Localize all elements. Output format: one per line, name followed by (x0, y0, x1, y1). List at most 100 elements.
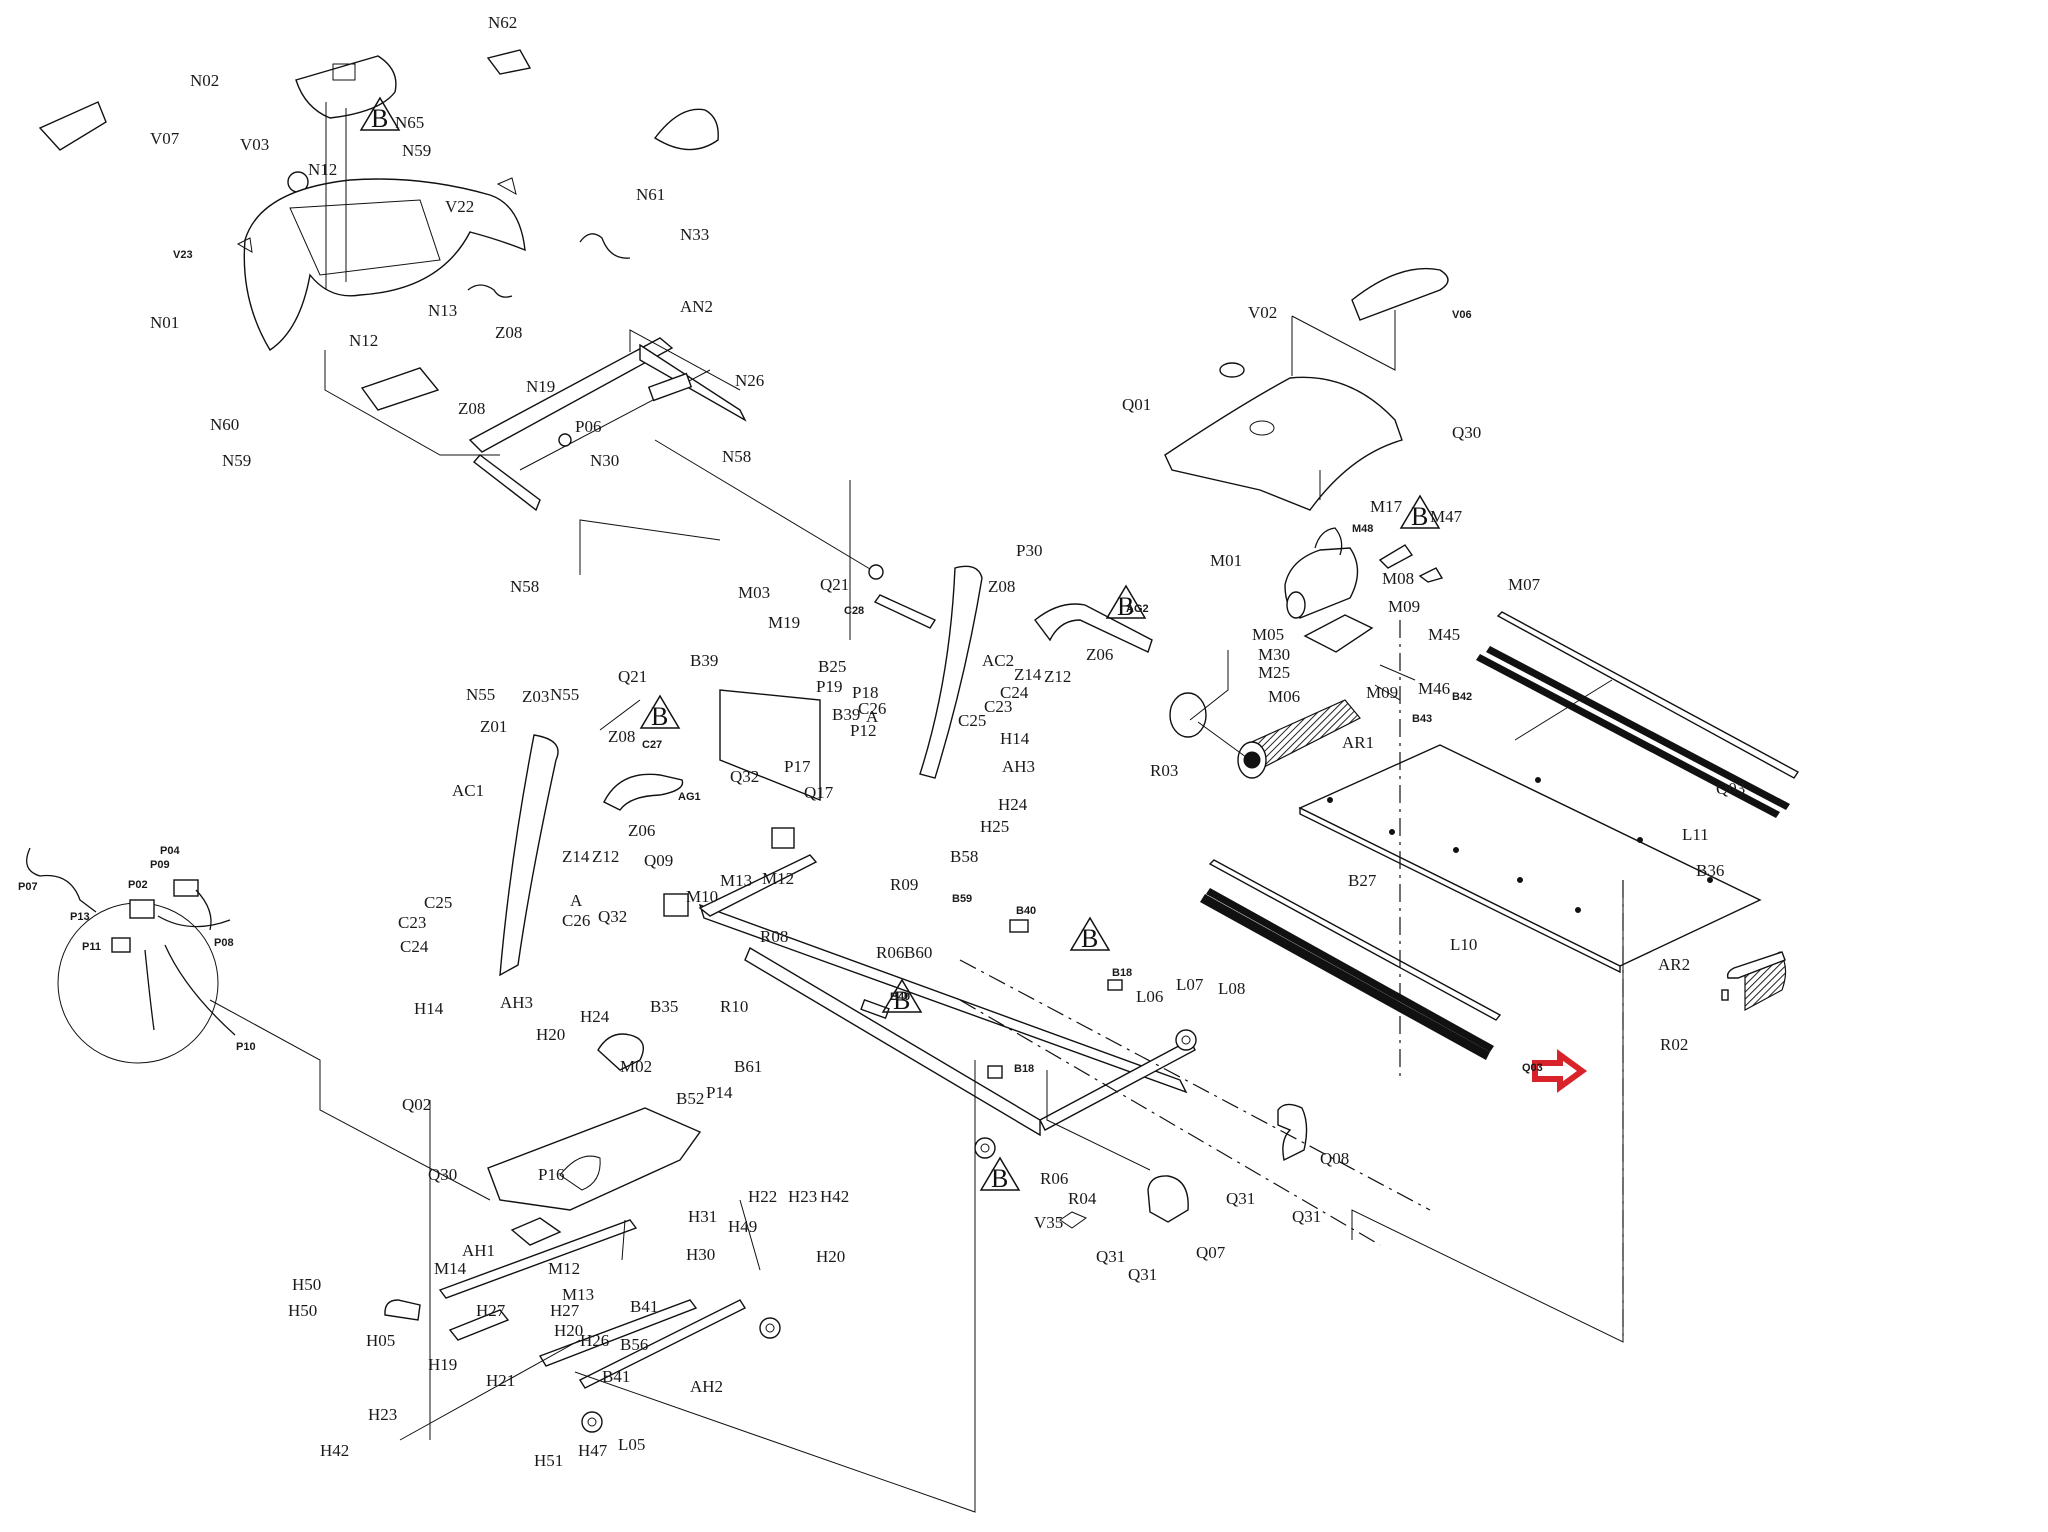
part-label-q21: Q21 (618, 667, 647, 686)
part-label-q02: Q02 (402, 1095, 431, 1114)
badge-letter: B (893, 986, 910, 1015)
part-label-v23: V23 (173, 249, 193, 261)
part-label-n62: N62 (488, 13, 517, 32)
part-label-z06: Z06 (1086, 645, 1113, 664)
upright-right (849, 480, 1153, 779)
triangle-icon (639, 694, 681, 729)
part-label-ar2: AR2 (1658, 955, 1690, 974)
part-label-q30: Q30 (1452, 423, 1481, 442)
part-label-q08: Q08 (1320, 1149, 1349, 1168)
part-label-a: A (866, 707, 879, 726)
part-label-q30: Q30 (428, 1165, 457, 1184)
part-label-n58: N58 (722, 447, 751, 466)
part-label-q31: Q31 (1226, 1189, 1255, 1208)
part-label-n58: N58 (510, 577, 539, 596)
part-label-r03: R03 (1150, 761, 1178, 780)
part-label-q09: Q09 (644, 851, 673, 870)
part-label-c27: C27 (642, 739, 662, 751)
part-label-b40: B40 (890, 991, 910, 1003)
part-label-n59: N59 (222, 451, 251, 470)
hood-badge (1351, 267, 1449, 321)
part-label-q31: Q31 (1292, 1207, 1321, 1226)
part-label-h30: H30 (686, 1245, 715, 1264)
part-label-v22: V22 (445, 197, 474, 216)
part-label-c24: C24 (400, 937, 429, 956)
part-label-h20: H20 (816, 1247, 845, 1266)
upright-left (499, 519, 721, 977)
part-label-r02: R02 (1660, 1035, 1688, 1054)
part-label-b36: B36 (1696, 861, 1724, 880)
part-label-h27: H27 (550, 1301, 580, 1320)
part-label-h42: H42 (320, 1441, 349, 1460)
revision-badge: B (1105, 584, 1147, 621)
electrical-detail (26, 847, 491, 1201)
part-label-b39: B39 (690, 651, 718, 670)
part-label-m03: M03 (738, 583, 770, 602)
part-label-h22: H22 (748, 1187, 777, 1206)
part-label-v03: V03 (240, 135, 269, 154)
part-label-a: A (570, 891, 583, 910)
part-label-m01: M01 (1210, 551, 1242, 570)
part-label-p13: P13 (70, 911, 90, 923)
part-label-v02: V02 (1248, 303, 1277, 322)
part-label-n01: N01 (150, 313, 179, 332)
part-label-b61: B61 (734, 1057, 762, 1076)
part-label-p02: P02 (128, 879, 148, 891)
part-label-q32: Q32 (598, 907, 627, 926)
part-label-q31: Q31 (1128, 1265, 1157, 1284)
part-label-h23: H23 (788, 1187, 817, 1206)
part-label-p08: P08 (214, 937, 234, 949)
part-label-m13: M13 (720, 871, 752, 890)
part-label-q03: Q03 (1716, 779, 1745, 798)
part-label-m25: M25 (1258, 663, 1290, 682)
badge-letter: B (1411, 502, 1428, 531)
part-label-z06: Z06 (628, 821, 655, 840)
console-bottom-board (360, 367, 440, 411)
part-label-c24: C24 (1000, 683, 1029, 702)
part-label-m02: M02 (620, 1057, 652, 1076)
part-label-h05: H05 (366, 1331, 395, 1350)
part-label-r08: R08 (760, 927, 788, 946)
part-label-z14: Z14 (1014, 665, 1042, 684)
part-label-q32: Q32 (730, 767, 759, 786)
triangle-icon (1105, 584, 1147, 619)
part-label-m30: M30 (1258, 645, 1290, 664)
part-label-q21: Q21 (820, 575, 849, 594)
part-label-n60: N60 (210, 415, 239, 434)
part-label-h20: H20 (554, 1321, 583, 1340)
part-label-b41: B41 (602, 1367, 630, 1386)
cup-holder-tray (653, 108, 719, 151)
part-label-q03: Q03 (1522, 1062, 1543, 1074)
part-label-ac2: AC2 (982, 651, 1014, 670)
part-label-c23: C23 (984, 697, 1012, 716)
part-label-p14: P14 (706, 1083, 733, 1102)
part-label-n33: N33 (680, 225, 709, 244)
part-label-m17: M17 (1370, 497, 1403, 516)
part-label-h50: H50 (292, 1275, 321, 1294)
revision-badge: B (881, 978, 923, 1015)
part-label-l08: L08 (1218, 979, 1245, 998)
part-label-q01: Q01 (1122, 395, 1151, 414)
part-label-b18: B18 (1014, 1063, 1034, 1075)
badge-letter: B (1081, 924, 1098, 953)
part-label-m46: M46 (1418, 679, 1450, 698)
part-label-n30: N30 (590, 451, 619, 470)
part-label-c26: C26 (562, 911, 590, 930)
badge-letter: B (991, 1164, 1008, 1193)
badge-letter: B (371, 104, 388, 133)
part-label-m06: M06 (1268, 687, 1300, 706)
part-label-p19: P19 (816, 677, 842, 696)
part-label-ah3: AH3 (500, 993, 533, 1012)
part-label-h14: H14 (414, 999, 444, 1018)
part-label-m45: M45 (1428, 625, 1460, 644)
part-label-p09: P09 (150, 859, 170, 871)
part-label-m47: M47 (1430, 507, 1463, 526)
end-cap-right (1277, 1103, 1308, 1162)
part-label-r06: R06 (1040, 1169, 1068, 1188)
part-label-m19: M19 (768, 613, 800, 632)
part-label-b56: B56 (620, 1335, 648, 1354)
part-label-n59: N59 (402, 141, 431, 160)
highlight-arrow-icon (1531, 1049, 1588, 1093)
part-label-v35: V35 (1034, 1213, 1063, 1232)
part-label-m12: M12 (762, 869, 794, 888)
